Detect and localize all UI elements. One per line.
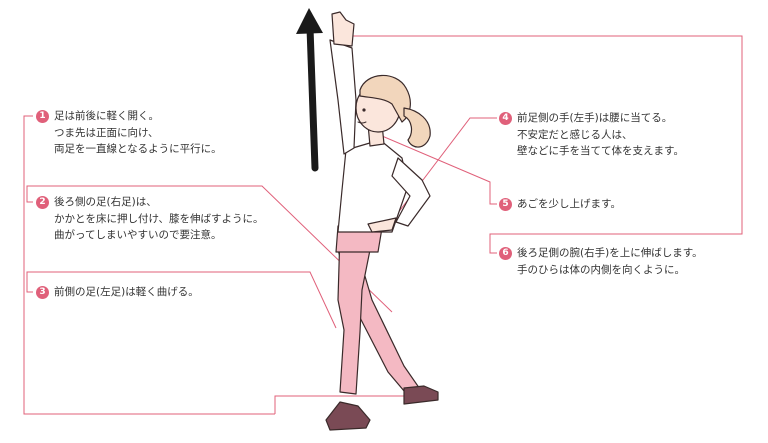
leader-line-feet [274,395,404,414]
leader-lines [23,35,743,415]
note-number-6: 6 [499,247,512,260]
note-4-line-1: 前足側の手(左手)は腰に当てる。 [517,112,673,124]
note-3: 3 前側の足(左足)は軽く曲げる。 [36,284,199,301]
note-4-line-3: 壁などに手を当てて体を支えます。 [517,145,684,157]
note-1: 1 足は前後に軽く開く。 つま先は正面に向け、 両足を一直線となるように平行に。 [36,108,222,158]
leader-line-2 [26,185,393,313]
arrow-head [296,8,323,34]
right-arm [329,39,357,155]
note-2-line-2: かかとを床に押し付け、膝を伸ばすように。 [54,212,264,225]
note-1-line-2: つま先は正面に向け、 [54,126,159,139]
right-hand [331,11,355,47]
eye [362,108,366,112]
front-leg [337,231,373,395]
note-5: 5 あごを少し上げます。 [499,196,621,213]
left-hand [367,217,397,233]
note-number-3: 3 [36,286,49,299]
leader-line-5 [367,129,497,205]
note-5-line-1: あごを少し上げます。 [517,198,621,210]
mouth [357,121,367,124]
note-number-1: 1 [36,110,49,123]
note-4-line-2: 不安定だと感じる人は、 [517,128,633,141]
note-2-line-1: 後ろ側の足(右足)は、 [54,196,157,208]
ponytail [403,107,431,148]
left-arm [391,157,431,227]
note-1-line-3: 両足を一直線となるように平行に。 [54,143,222,155]
note-number-5: 5 [499,198,512,211]
arrow-shaft [306,24,319,172]
note-1-line-1: 足は前後に軽く開く。 [54,110,159,122]
front-shoe [325,401,371,431]
note-6-line-1: 後ろ足側の腕(右手)を上に伸ばします。 [517,247,703,259]
note-2-line-3: 曲がってしまいやすいので要注意。 [54,229,222,241]
leader-line-3 [26,271,337,329]
note-6-line-2: 手のひらは体の内側を向くように。 [517,263,685,276]
note-3-line-1: 前側の足(左足)は軽く曲げる。 [54,286,199,298]
leader-line-6 [346,35,743,254]
back-shoe [403,385,439,405]
note-6: 6 後ろ足側の腕(右手)を上に伸ばします。 手のひらは体の内側を向くように。 [499,245,703,278]
leader-line-1 [23,115,275,415]
note-number-4: 4 [499,112,512,125]
note-4: 4 前足側の手(左手)は腰に当てる。 不安定だと感じる人は、 壁などに手を当てて体… [499,110,684,160]
note-number-2: 2 [36,196,49,209]
note-2: 2 後ろ側の足(右足)は、 かかとを床に押し付け、膝を伸ばすように。 曲がってしま… [36,194,263,244]
upward-arrow-icon [296,8,323,172]
woman-figure [325,11,439,431]
